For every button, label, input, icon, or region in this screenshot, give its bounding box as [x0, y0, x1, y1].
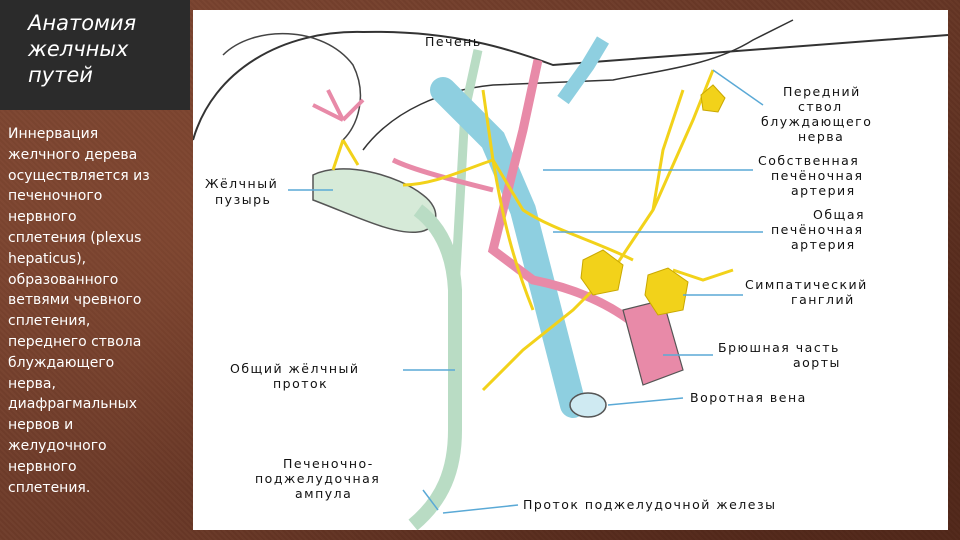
label-common-hepatic-artery-2: печёночная	[771, 222, 864, 237]
sympathetic-ganglion-1	[580, 249, 624, 296]
label-ampulla-3: ампула	[295, 486, 352, 501]
title-line-3: путей	[28, 63, 93, 87]
slide-title: Анатомия желчных путей	[28, 10, 193, 88]
sympathetic-ganglion-2	[644, 267, 689, 316]
common-bile-duct	[408, 204, 462, 530]
liver-left-lobe	[222, 32, 362, 141]
liver-lower-edge	[362, 19, 794, 151]
label-sympathetic-ganglion-1: Симпатический	[745, 277, 868, 292]
label-common-bile-duct-2: проток	[273, 376, 328, 391]
label-vagus-4: нерва	[798, 129, 844, 144]
label-hepatic-artery-proper-1: Собственная	[758, 153, 859, 168]
label-pancreatic-duct: Проток поджелудочной железы	[523, 497, 776, 512]
label-hepatic-artery-proper-2: печёночная	[771, 168, 864, 183]
title-panel: Анатомия желчных путей	[0, 0, 190, 110]
label-aorta-2: аорты	[793, 355, 841, 370]
label-hepatic-artery-proper-3: артерия	[791, 183, 856, 198]
leader-lines	[288, 69, 764, 514]
label-ampulla-1: Печеночно-	[283, 456, 374, 471]
title-line-2: желчных	[28, 37, 129, 61]
label-sympathetic-ganglion-2: ганглий	[791, 292, 855, 307]
label-portal-vein: Воротная вена	[690, 390, 807, 405]
label-common-hepatic-artery-3: артерия	[791, 237, 856, 252]
portal-vein-end	[569, 392, 607, 418]
title-line-1: Анатомия	[28, 11, 137, 35]
label-liver: Печень	[425, 34, 482, 49]
anatomy-figure: Печень Передний ствол блуждающего нерва …	[193, 10, 948, 530]
anatomy-drawing: Печень Передний ствол блуждающего нерва …	[193, 19, 948, 530]
label-gallbladder-1: Жёлчный	[205, 176, 278, 191]
slide-body-text: Иннервация желчного дерева осуществляетс…	[8, 126, 150, 496]
label-vagus-1: Передний	[783, 84, 861, 99]
label-vagus-3: блуждающего	[761, 114, 872, 129]
artery-branch-liver	[312, 89, 365, 122]
abdominal-aorta	[622, 299, 684, 386]
label-ampulla-2: поджелудочная	[255, 471, 380, 486]
portal-vein-branch	[557, 36, 610, 105]
liver-outline	[193, 30, 948, 141]
vagus-trunk-node	[700, 84, 726, 113]
label-gallbladder-2: пузырь	[215, 192, 271, 207]
label-vagus-2: ствол	[798, 99, 843, 114]
label-common-bile-duct-1: Общий жёлчный	[230, 361, 360, 376]
gallbladder-shape	[312, 168, 437, 234]
artery-branch-gallbladder	[391, 157, 494, 193]
label-common-hepatic-artery-1: Общая	[813, 207, 865, 222]
label-aorta-1: Брюшная часть	[718, 340, 840, 355]
